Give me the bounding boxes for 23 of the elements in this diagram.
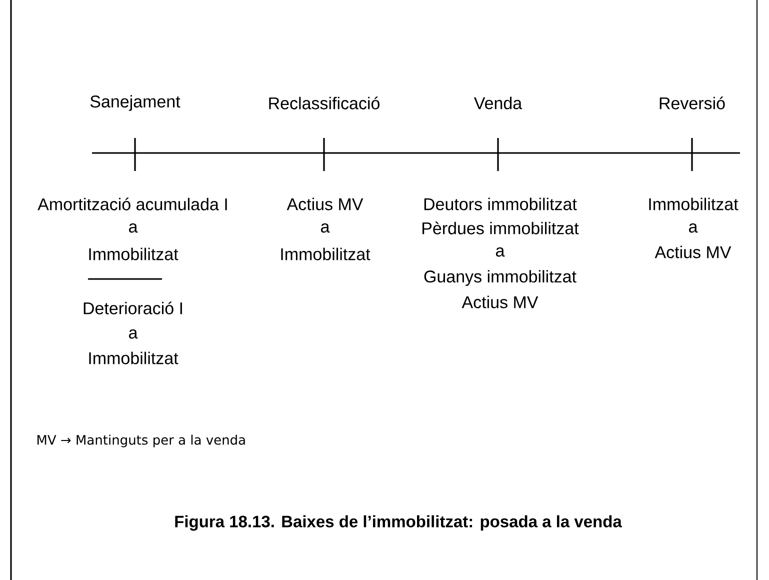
journal-entry-line: a [129, 329, 138, 339]
timeline-heading: Reclassificació [269, 96, 380, 110]
journal-entry-line: Guanys immobilitzat [424, 270, 576, 286]
journal-entry-line: a [129, 223, 138, 233]
journal-entry-line: Immobilitzat [89, 352, 178, 364]
journal-entry-line: Deterioració I [84, 302, 182, 314]
timeline-heading: Venda [474, 96, 522, 110]
journal-entry-line: Actius MV [462, 296, 538, 308]
timeline-heading: Reversió [660, 96, 725, 110]
journal-entry-line: a [321, 223, 330, 233]
journal-entry-line: Actius MV [286, 198, 364, 210]
journal-entry-line: a [496, 247, 505, 257]
journal-entry-line: Actius MV [654, 246, 732, 258]
journal-entry-line: Pèrdues immobilitzat [422, 222, 579, 234]
figure-caption: Figura 18.13. Baixes de l’immobilitzat: posada a la venda [175, 515, 622, 531]
note: MV → Mantinguts per a la venda [37, 434, 245, 448]
timeline-heading: Sanejament [90, 95, 180, 111]
journal-entry-line: Immobilitzat [89, 248, 178, 260]
journal-entry-line: Immobilitzat [281, 248, 370, 260]
journal-entry-line: Immobilitzat [649, 198, 738, 210]
journal-entry-line: Amortització acumulada I [38, 198, 227, 210]
journal-entry-line: a [689, 223, 698, 233]
journal-entry-line: Deutors immobilitzat [424, 198, 577, 210]
